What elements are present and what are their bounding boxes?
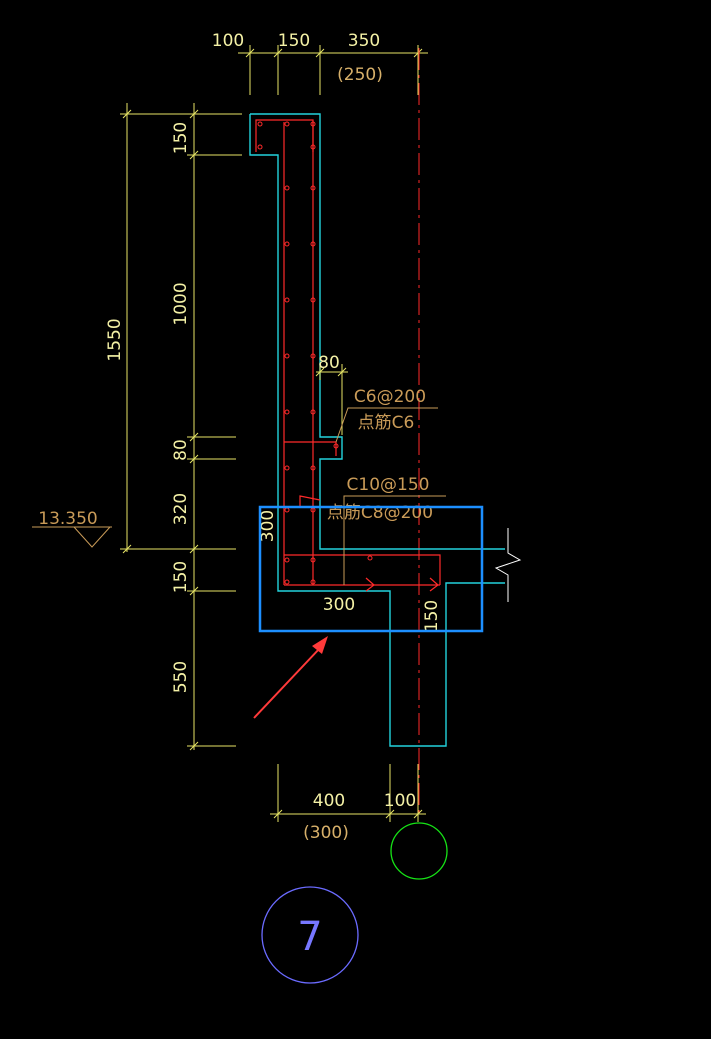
bottom-dim-400: 400 <box>313 791 345 811</box>
highlight-box <box>258 505 484 633</box>
rebar-label-1-line1: C6@200 <box>354 387 426 407</box>
inner-dim-300-vertical: 300 <box>258 510 278 542</box>
rebar-label-1-line2: 点筋C6 <box>358 413 415 433</box>
top-dimension-chain <box>238 45 428 95</box>
top-dim-100: 100 <box>212 31 244 51</box>
inner-dim-150: 150 <box>422 600 442 632</box>
left-dim-1000: 1000 <box>171 282 191 325</box>
left-dimension-chain <box>120 103 242 751</box>
top-dim-350: 350 <box>348 31 380 51</box>
level-triangle-icon <box>32 526 112 548</box>
inner-dim-300-horizontal: 300 <box>323 595 355 615</box>
left-dim-total: 1550 <box>105 318 125 361</box>
axis-label: 7 <box>297 914 322 960</box>
bottom-dimension-chain <box>270 764 426 822</box>
inner-dim-80: 80 <box>318 353 340 373</box>
rebar-dots <box>257 121 373 585</box>
left-dim-80: 80 <box>171 439 191 461</box>
left-dim-550: 550 <box>171 661 191 693</box>
red-arrow-icon <box>253 636 328 719</box>
concrete-outline <box>249 113 505 747</box>
annotation-leaders <box>335 407 446 585</box>
bottom-dim-alt: (300) <box>303 823 349 843</box>
axis-bubble <box>261 886 359 984</box>
left-dim-150a: 150 <box>171 122 191 154</box>
break-line-icon <box>494 528 522 602</box>
axis-bubble-small <box>390 822 448 880</box>
bottom-dim-100: 100 <box>384 791 416 811</box>
left-dim-320: 320 <box>171 493 191 525</box>
level-value: 13.350 <box>38 509 97 529</box>
rebar-label-2-line1: C10@150 <box>347 475 430 495</box>
top-dim-alt: (250) <box>337 65 383 85</box>
top-dim-150: 150 <box>278 31 310 51</box>
left-dim-150b: 150 <box>171 561 191 593</box>
inner-dimension-80 <box>315 364 348 435</box>
